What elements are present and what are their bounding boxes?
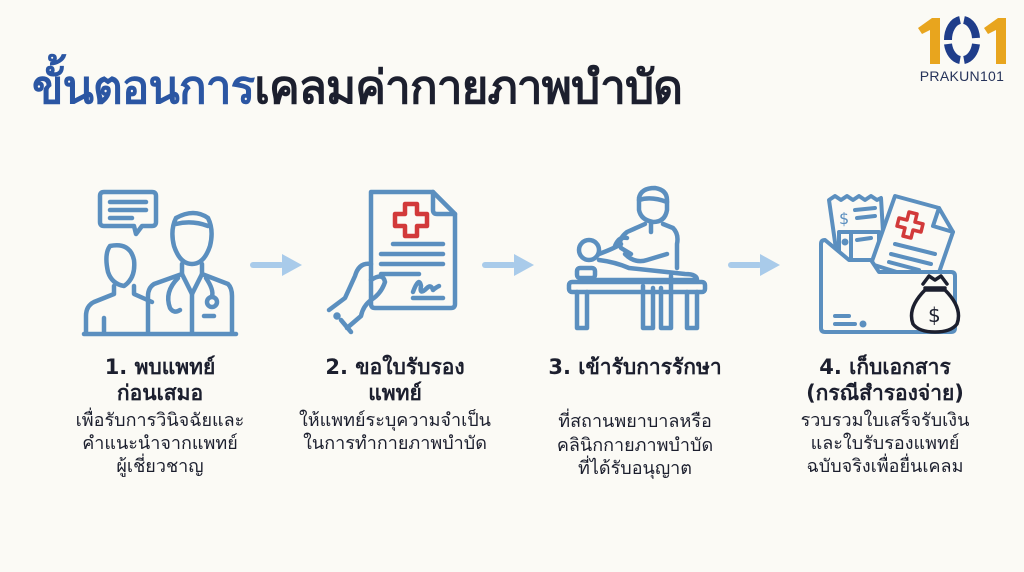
title-highlight: ขั้นตอนการ [32, 60, 255, 114]
step-description: รวบรวมใบเสร็จรับเงิน และใบรับรองแพทย์ ฉบ… [800, 409, 970, 478]
step-title: 2. ขอใบรับรอง แพทย์ [325, 355, 465, 406]
step-title: 3. เข้ารับการรักษา [548, 355, 722, 379]
step-4: $ $ 4. เก็บเอกสาร (กรณีสำรองจ่าย) รวบรวม… [770, 180, 1000, 479]
page-title: ขั้นตอนการเคลมค่ากายภาพบำบัด [32, 60, 683, 115]
logo: PRAKUN101 [912, 14, 1012, 94]
svg-text:$: $ [928, 303, 941, 327]
physiotherapy-treatment-icon [566, 185, 708, 331]
step-2: 2. ขอใบรับรอง แพทย์ ให้แพทย์ระบุความจำเป… [280, 180, 510, 455]
arrow-right-icon [250, 254, 302, 276]
documents-folder-money-icon: $ $ [819, 194, 961, 334]
svg-text:$: $ [839, 209, 849, 228]
step-title: 1. พบแพทย์ ก่อนเสมอ [104, 355, 216, 406]
step-description: ให้แพทย์ระบุความจำเป็น ในการทำกายภาพบำบั… [299, 409, 491, 454]
doctor-consultation-icon [81, 189, 239, 337]
arrow-right-icon [482, 254, 534, 276]
step-1: 1. พบแพทย์ ก่อนเสมอ เพื่อรับการวินิจฉัยแ… [45, 180, 275, 479]
arrow-right-icon [728, 254, 780, 276]
step-description: ที่สถานพยาบาลหรือ คลินิกกายภาพบำบัด ที่ไ… [556, 411, 714, 480]
logo-text: PRAKUN101 [919, 68, 1005, 84]
medical-certificate-icon [326, 189, 458, 335]
step-3: 3. เข้ารับการรักษา ที่สถานพยาบาลหรือ คลิ… [520, 180, 750, 480]
step-title: 4. เก็บเอกสาร (กรณีสำรองจ่าย) [806, 355, 964, 406]
title-main: เคลมค่ากายภาพบำบัด [254, 60, 683, 114]
step-description: เพื่อรับการวินิจฉัยและ คำแนะนำจากแพทย์ ผ… [75, 409, 245, 478]
logo-101-icon [918, 16, 1006, 64]
